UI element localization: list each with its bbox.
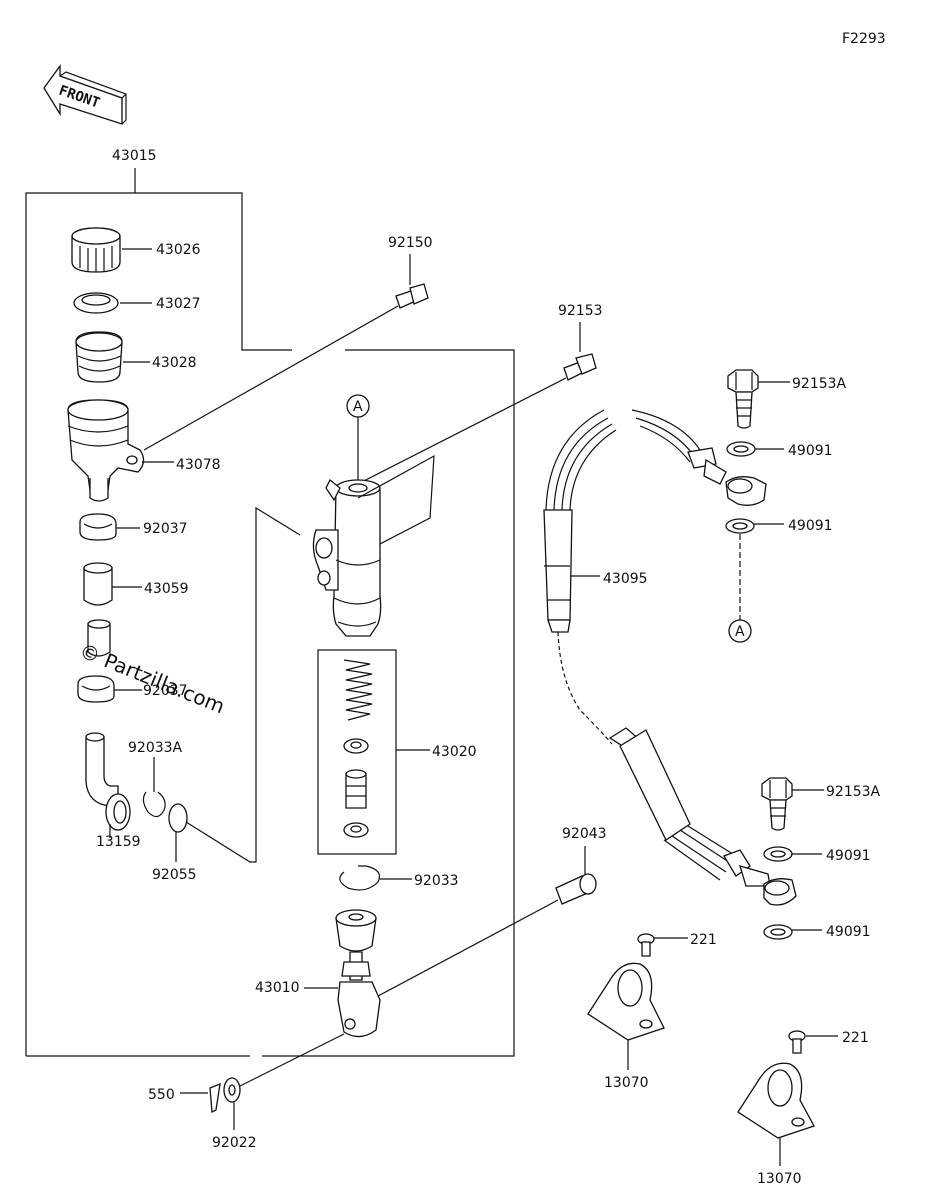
banjo-fitting-lower [763,878,797,906]
reservoir [67,399,145,502]
reference-marker-a-hose: A [728,619,752,643]
reservoir-screw [395,283,429,309]
cotter-pin [209,1082,221,1114]
callout-reservoir: 43078 [176,457,221,473]
callout-washer: 92022 [212,1135,257,1151]
banjo-screw [563,353,597,381]
gasket-2 [725,518,755,534]
callout-banjo-bolt-bottom: 92153A [826,784,881,800]
front-arrow-icon: FRONT [43,64,127,125]
callout-brake-hose: 43095 [603,571,648,587]
callout-snap-ring-a: 92033A [128,740,183,756]
guide-screw-1 [637,933,655,957]
reference-marker-a-cylinder: A [346,394,370,418]
gasket-3 [763,846,793,862]
callout-o-ring: 92055 [152,867,197,883]
callout-hose-guide-1: 13070 [604,1075,649,1091]
assembly-bracket [25,192,292,1056]
piston-cup-primary [343,738,369,754]
banjo-bolt-top [727,369,759,429]
svg-text:A: A [735,624,745,640]
callout-diaphragm: 43028 [152,355,197,371]
callout-cotter-pin: 550 [148,1087,175,1103]
callout-joint-pin: 92043 [562,826,607,842]
piston-spring [343,659,373,721]
callout-gasket-3: 49091 [826,848,871,864]
hose-clamp-upper [79,513,117,541]
joint-pin [555,873,597,905]
callout-gasket-4: 49091 [826,924,871,940]
piston [345,769,367,809]
callout-banjo-bolt-top: 92153A [792,376,847,392]
brake-hose-upper-end [631,409,767,506]
hose-clamp-lower [77,675,115,703]
callout-snap-ring: 92033 [414,873,459,889]
callout-guide-screw-1: 221 [690,932,717,948]
callout-assembly: 43015 [112,148,157,164]
callout-banjo-screw: 92153 [558,303,603,319]
reservoir-cap [71,227,121,273]
brake-hose [543,409,771,887]
o-ring [168,803,188,833]
svg-text:A: A [353,399,363,415]
callout-reservoir-screw: 92150 [388,235,433,251]
callout-piston-kit: 43020 [432,744,477,760]
diaphragm [75,331,123,383]
banjo-bolt-bottom [761,777,793,831]
callout-clamp-lower: 92037 [143,683,188,699]
gasket-4 [763,924,793,940]
callout-clamp-upper: 92037 [143,521,188,537]
callout-push-rod: 43010 [255,980,300,996]
elbow-fitting [85,732,131,831]
hose-guide-1 [587,962,665,1041]
push-rod [335,909,381,1038]
piston-cup-secondary [343,822,369,838]
callout-gasket-1: 49091 [788,443,833,459]
callout-diaphragm-plate: 43027 [156,296,201,312]
guide-screw-2 [788,1030,806,1054]
callout-hose: 43059 [144,581,189,597]
gasket-1 [726,441,756,457]
callout-elbow: 13159 [96,834,141,850]
callout-hose-guide-2: 13070 [757,1171,802,1187]
diagram-code: F2293 [842,31,886,47]
snap-ring [339,865,381,891]
washer [223,1077,241,1103]
master-cylinder-body [312,478,382,637]
snap-ring-a [142,791,166,818]
piston-kit-box [317,649,397,855]
callout-guide-screw-2: 221 [842,1030,869,1046]
hose-cut-section [87,619,111,657]
diaphragm-plate [73,292,119,314]
callout-gasket-2: 49091 [788,518,833,534]
reservoir-hose [83,562,113,606]
callout-cap: 43026 [156,242,201,258]
hose-guide-2 [737,1062,815,1139]
